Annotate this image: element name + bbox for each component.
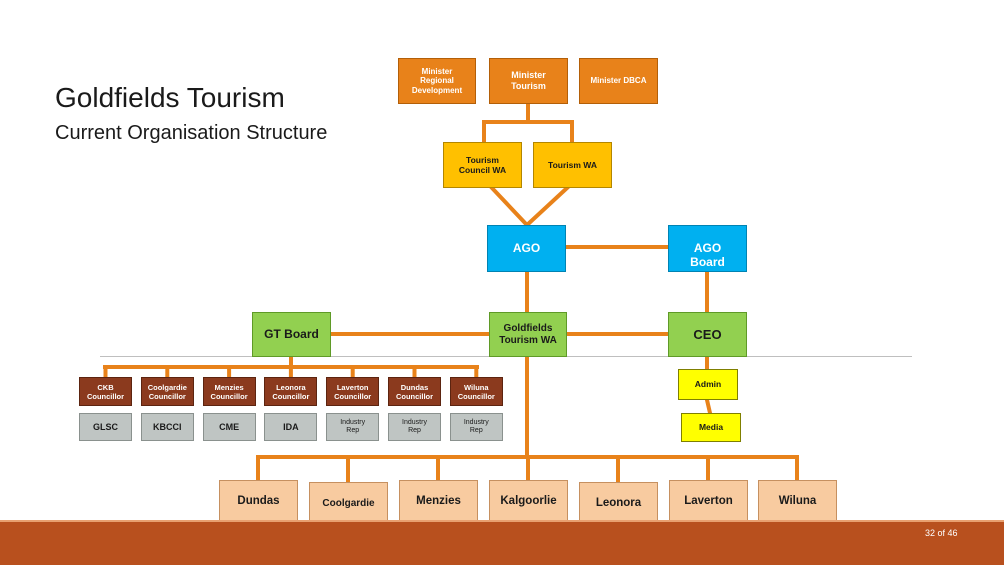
tourism-council-wa-box: Tourism Council WA [443,142,522,188]
representative-box: Industry Rep [449,413,503,441]
representative-box: Industry Rep [326,413,380,441]
page-subtitle: Current Organisation Structure [55,122,328,144]
minister-dbca-box: Minister DBCA [579,58,658,104]
representative-box: KBCCI [140,413,194,441]
councillor-box: CKB Councillor [79,377,132,406]
connector-tcwa-ago [489,185,530,228]
connector-twa-ago [524,185,570,228]
ago-box: AGO [487,225,566,272]
footer-bar [0,522,1004,565]
gt-board-box: GT Board [252,312,331,357]
page-number: 32 of 46 [925,528,958,538]
councillor-box: Dundas Councillor [388,377,441,406]
town-box: Dundas [219,480,298,524]
ago-board-box: AGO Board [668,225,747,272]
representative-box: IDA [264,413,318,441]
councillor-box: Menzies Councillor [202,377,256,406]
town-box: Menzies [399,480,478,524]
councillor-box: Coolgardie Councillor [140,377,194,406]
goldfields-tourism-wa-box: Goldfields Tourism WA [489,312,567,357]
admin-box: Admin [678,369,738,400]
minister-regional-development-box: Minister Regional Development [398,58,476,104]
media-box: Media [681,413,741,442]
tourism-wa-box: Tourism WA [533,142,612,188]
town-box: Wiluna [758,480,837,524]
connector-admin-media [704,397,713,416]
town-box: Kalgoorlie [489,480,568,524]
councillor-box: Wiluna Councillor [449,377,503,406]
town-box: Coolgardie [309,482,388,526]
councillor-box: Laverton Councillor [326,377,380,406]
representative-box: Industry Rep [388,413,441,441]
representative-box: CME [202,413,256,441]
ceo-box: CEO [668,312,747,357]
town-box: Leonora [579,482,658,526]
town-box: Laverton [669,480,748,524]
representative-box: GLSC [79,413,132,441]
footer-accent-line [0,520,1004,522]
page-title: Goldfields Tourism [55,82,285,113]
minister-tourism-box: Minister Tourism [489,58,568,104]
councillor-box: Leonora Councillor [264,377,318,406]
